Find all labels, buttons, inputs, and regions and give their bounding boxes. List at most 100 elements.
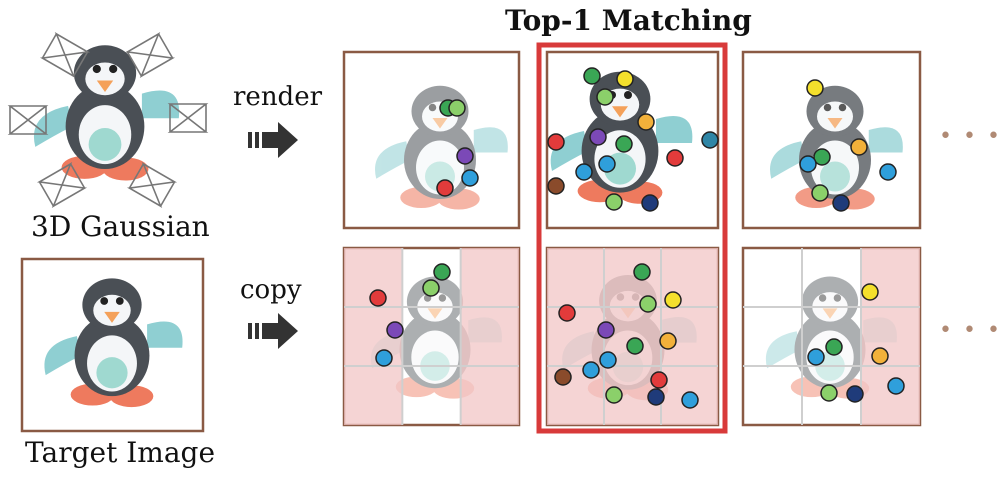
penguin-wing: [770, 141, 805, 179]
penguin-eye: [428, 103, 437, 112]
match-point: [599, 351, 617, 369]
penguin-eye: [109, 64, 118, 74]
penguin-eye: [115, 297, 124, 305]
match-point: [641, 194, 659, 212]
penguin-beak: [612, 106, 628, 118]
match-point: [598, 155, 616, 173]
penguin-wing: [44, 336, 81, 376]
penguin-wing: [33, 105, 73, 147]
grid-cell: [861, 307, 920, 366]
match-point: [433, 263, 451, 281]
match-point: [681, 391, 699, 409]
grid-cell: [547, 307, 604, 366]
camera-frustum-lines: [126, 162, 178, 208]
match-point: [811, 184, 829, 202]
match-point: [448, 99, 466, 117]
arrow-stripe: [255, 132, 259, 148]
penguin-eye: [438, 294, 447, 302]
match-point: [575, 163, 593, 181]
penguin-wing: [765, 331, 801, 369]
penguin-beak: [427, 308, 443, 319]
grid-cell: [861, 366, 920, 425]
penguin-figure: [770, 85, 903, 210]
match-point: [369, 289, 387, 307]
label-3d-gaussian: 3D Gaussian: [31, 210, 210, 243]
penguin-figure: [33, 45, 180, 181]
penguin-belly: [411, 330, 459, 384]
match-point: [861, 283, 879, 301]
match-point: [547, 177, 565, 195]
match-point: [375, 349, 393, 367]
right-arrow-icon: [248, 122, 298, 158]
match-point: [647, 388, 665, 406]
label-render: render: [233, 82, 323, 112]
match-point: [422, 279, 440, 297]
penguin-beak: [432, 118, 448, 129]
camera-frustum-icon: [167, 103, 209, 133]
match-point: [582, 361, 600, 379]
camera-frustum-icon: [36, 162, 88, 208]
arrow-head: [262, 122, 298, 158]
penguin-wing: [656, 116, 693, 143]
right-arrow-icon: [248, 313, 298, 349]
match-point: [589, 128, 607, 146]
arrow-stripe: [248, 132, 252, 148]
camera-frustum-icon: [124, 32, 176, 78]
match-point: [825, 338, 843, 356]
match-point: [846, 385, 864, 403]
render-view-2-content: [547, 67, 719, 212]
match-point: [597, 321, 615, 339]
penguin-wing: [868, 127, 903, 153]
penguin-belly-disc: [820, 161, 850, 192]
grid-cell: [460, 366, 519, 425]
penguin-foot: [395, 376, 438, 398]
penguin-eye: [624, 91, 632, 99]
grid-cell: [547, 248, 604, 307]
match-point: [626, 337, 644, 355]
penguin-eye: [833, 294, 842, 302]
match-point: [637, 113, 655, 131]
match-point: [639, 295, 657, 313]
penguin-belly-disc: [96, 357, 128, 389]
match-point: [820, 384, 838, 402]
top1-highlight: [536, 42, 728, 434]
match-point: [701, 131, 719, 149]
penguin-wing: [473, 127, 508, 153]
camera-frustum-icon: [7, 105, 49, 135]
render-view-1-content: [375, 85, 508, 210]
title-top1-matching: Top-1 Matching: [505, 4, 752, 37]
gaussian-scene: [33, 45, 180, 181]
camera-frustum-icon: [126, 162, 178, 208]
penguin-eye: [92, 64, 101, 74]
match-point: [650, 371, 668, 389]
camera-frustum-lines: [39, 32, 91, 78]
render-view-3-content: [770, 79, 903, 212]
penguin-wing: [375, 141, 410, 179]
penguin-eye: [100, 297, 109, 305]
match-point: [664, 291, 682, 309]
match-point: [850, 138, 868, 156]
copy-view-3-content: [743, 248, 920, 425]
match-point: [871, 347, 889, 365]
match-point: [616, 70, 634, 88]
match-point: [558, 304, 576, 322]
penguin-beak: [827, 118, 843, 129]
match-point: [456, 147, 474, 165]
match-point: [633, 263, 651, 281]
camera-frustum-lines: [167, 103, 209, 133]
match-point: [879, 163, 897, 181]
camera-frustum-lines: [7, 105, 49, 135]
grid-cell: [344, 366, 403, 425]
arrow-head: [262, 313, 298, 349]
match-point: [799, 155, 817, 173]
penguin-wing: [147, 321, 183, 348]
penguin-body: [399, 311, 471, 389]
ellipsis-top: • • •: [939, 124, 997, 149]
ellipsis-bottom: • • •: [939, 318, 997, 343]
camera-frustum-lines: [36, 162, 88, 208]
grid-cell: [460, 248, 519, 307]
grid-cell: [460, 307, 519, 366]
target-image: [44, 278, 183, 408]
copy-view-2-content: [547, 248, 718, 425]
